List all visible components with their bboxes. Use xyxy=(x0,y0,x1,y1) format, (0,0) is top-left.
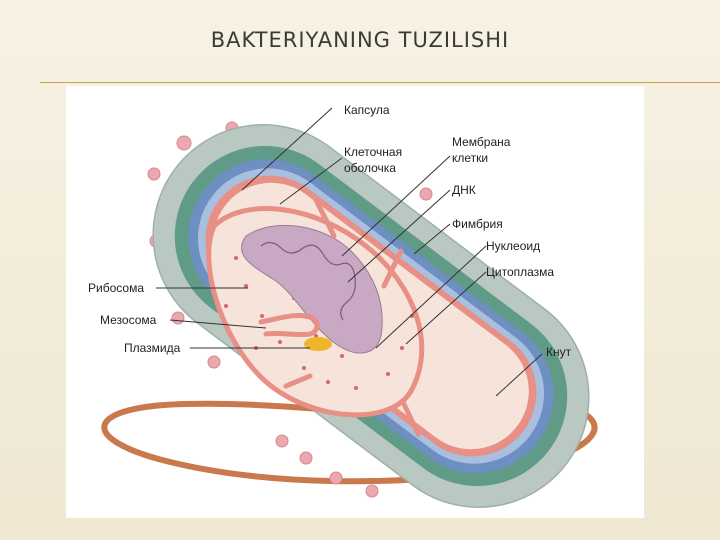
bacterium-diagram-panel: Капсула Клеточная оболочка Мембрана клет… xyxy=(66,86,644,518)
label-cell-wall-line1: Клеточная xyxy=(344,145,402,159)
title-divider xyxy=(40,82,720,83)
leader-lines xyxy=(156,107,543,397)
label-ribosome: Рибосома xyxy=(88,281,144,295)
label-membrane-line2: клетки xyxy=(452,151,488,165)
membrane-folds xyxy=(283,193,421,437)
slide-title: BAKTERIYANING TUZILISHI xyxy=(210,28,510,52)
label-nucleoid: Нуклеоид xyxy=(486,239,540,253)
label-flagellum: Кнут xyxy=(546,345,572,359)
label-fimbria: Фимбрия xyxy=(452,217,503,231)
mesosome xyxy=(258,313,320,338)
label-plasmid: Плазмида xyxy=(124,341,181,355)
label-capsule: Капсула xyxy=(344,103,390,117)
label-dna: ДНК xyxy=(452,183,476,197)
label-cytoplasm: Цитоплазма xyxy=(486,265,554,279)
dna-strand xyxy=(260,241,356,321)
label-cell-wall-line2: оболочка xyxy=(344,161,396,175)
plasmid xyxy=(304,337,332,351)
nucleoid xyxy=(240,224,383,354)
bacterium-diagram: Капсула Клеточная оболочка Мембрана клет… xyxy=(88,103,598,508)
label-membrane-line1: Мембрана xyxy=(452,135,511,149)
label-mesosome: Мезосома xyxy=(100,313,157,327)
